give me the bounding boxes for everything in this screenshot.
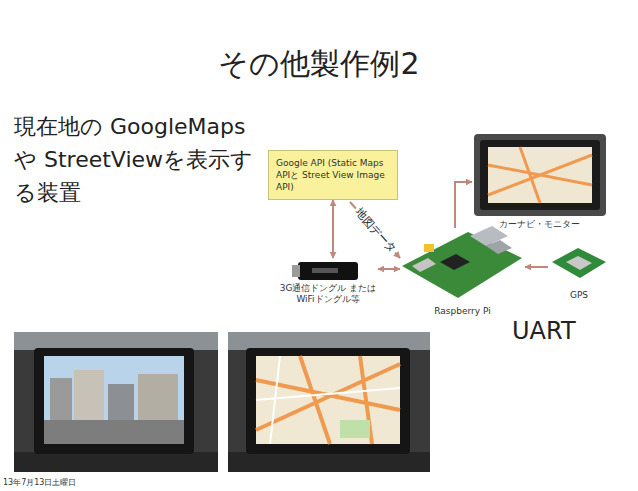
connector-arrow xyxy=(525,266,548,268)
api-box: Google API (Static Maps APIと Street View… xyxy=(268,150,398,200)
dongle-picture xyxy=(292,262,358,280)
interface-label: UART xyxy=(512,316,576,346)
connector-arrow xyxy=(455,182,472,228)
monitor-photo xyxy=(474,134,606,216)
connector-arrow xyxy=(350,202,400,258)
dongle-item: 3G通信ドングル または WiFiドングル等 xyxy=(278,258,378,305)
slide-title: その他製作例2 xyxy=(0,46,638,82)
photo-streetview xyxy=(14,332,218,472)
edge-label: 地図データ xyxy=(350,204,399,257)
raspberry-pi-picture xyxy=(402,226,522,298)
monitor-item: カーナビ・モニター xyxy=(472,132,607,230)
description-text: 現在地の GoogleMapsや StreetViewを表示する装置 xyxy=(14,110,260,209)
raspberry-pi-item: Raspberry Pi xyxy=(400,228,525,317)
gps-item: GPS xyxy=(548,245,610,301)
node-text: 3G通信ドングル または WiFiドングル等 xyxy=(278,283,378,305)
photo-map xyxy=(228,332,430,472)
gps-picture xyxy=(552,248,606,278)
connector-arrow xyxy=(332,200,334,258)
node-text: Google API (Static Maps APIと Street View… xyxy=(276,157,390,193)
connector-arrow xyxy=(378,268,400,270)
node-text: GPS xyxy=(548,290,610,301)
node-text: Raspberry Pi xyxy=(400,306,525,317)
node-text: カーナビ・モニター xyxy=(472,219,607,230)
date-footer: 13年7月13日土曜日 xyxy=(3,477,76,488)
